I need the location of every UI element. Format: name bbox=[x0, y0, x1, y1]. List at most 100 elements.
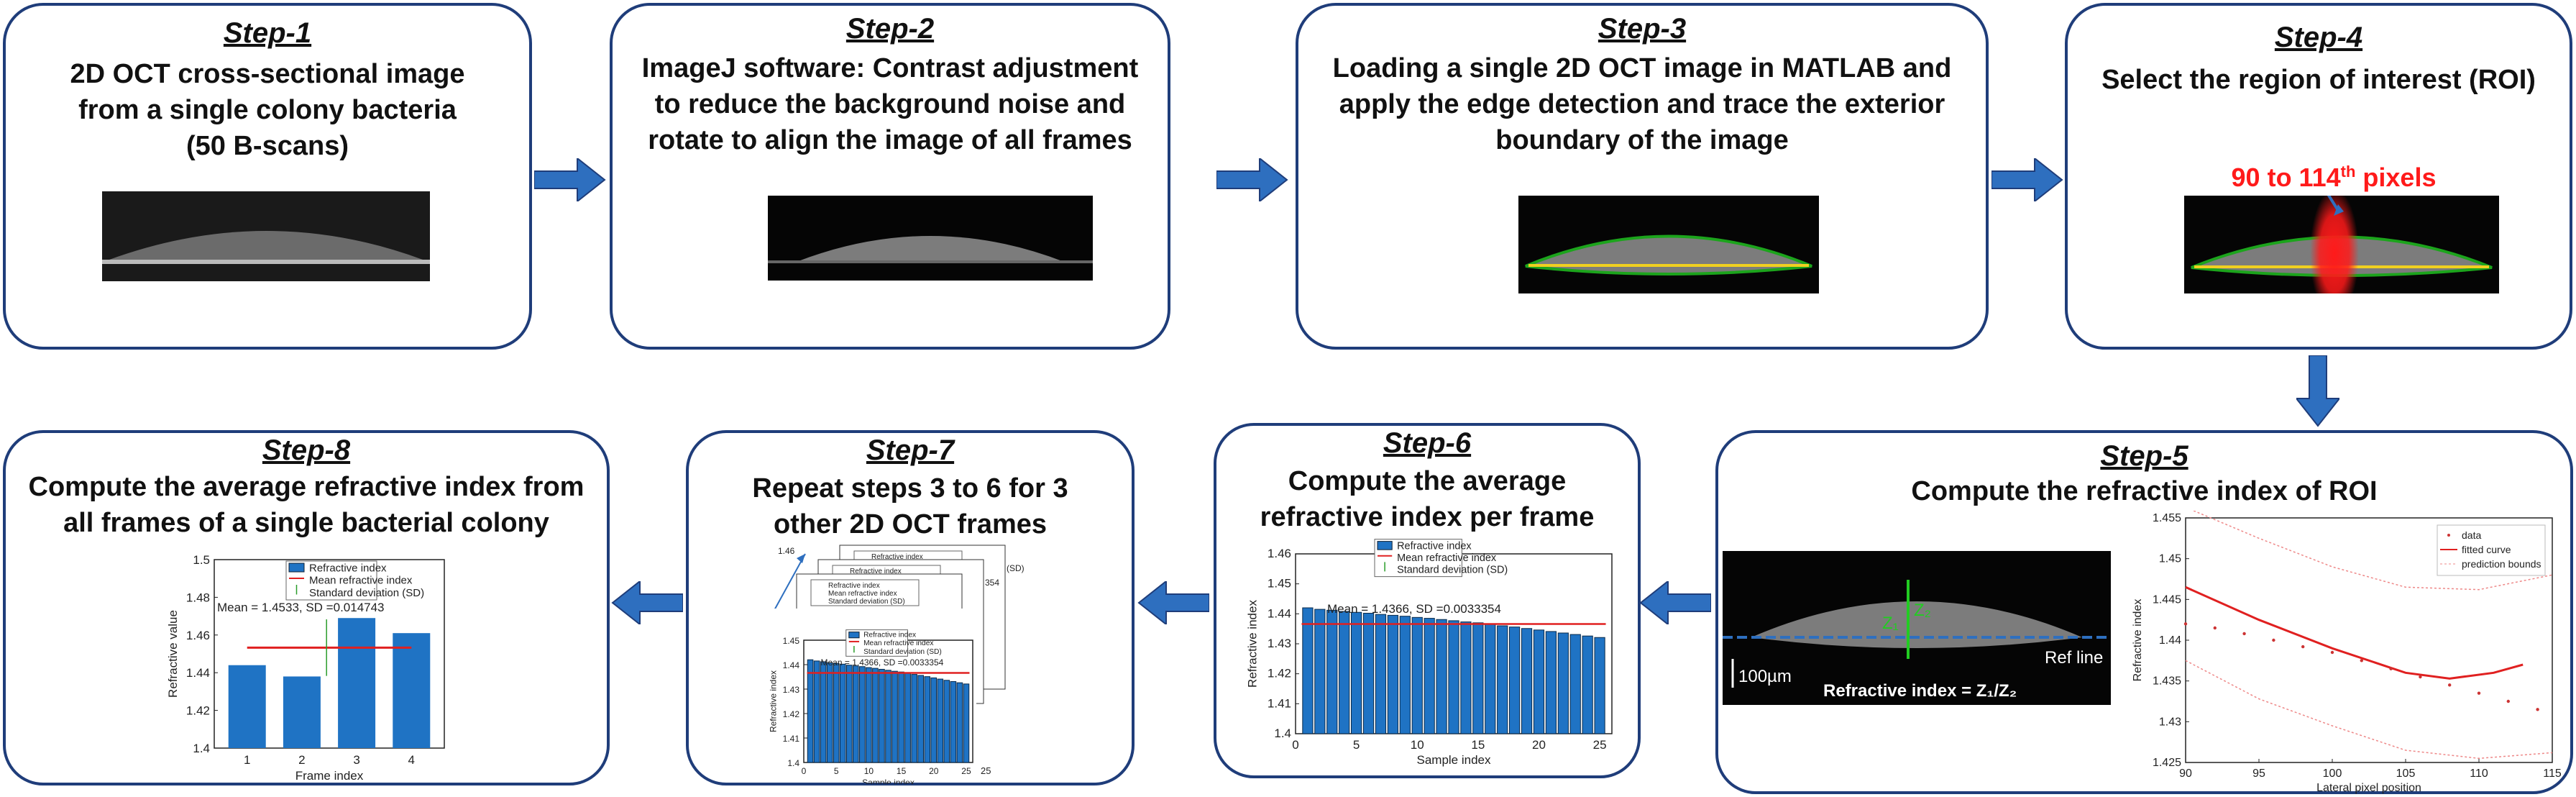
data-point bbox=[2536, 708, 2539, 711]
data-point bbox=[2360, 659, 2363, 662]
data-point bbox=[2330, 650, 2334, 655]
bar bbox=[1497, 625, 1508, 734]
arrow-7-to-8 bbox=[611, 579, 684, 628]
bar bbox=[393, 633, 431, 748]
back-x-tick-label: 25 bbox=[981, 765, 991, 776]
x-tick-label: 2 bbox=[298, 753, 305, 767]
step-4-label: Step-4 bbox=[2274, 22, 2363, 53]
step-2-oct-image bbox=[768, 196, 1093, 281]
x-tick-label: 115 bbox=[2543, 768, 2562, 780]
roi-label-prefix: 90 to 114 bbox=[2231, 163, 2341, 192]
y-tick-label: 1.44 bbox=[783, 660, 800, 670]
step-6-description: Compute the average refractive index per… bbox=[1260, 466, 1595, 532]
step-2-box: Step-2 ImageJ software: Contrast adjustm… bbox=[610, 3, 1170, 350]
legend-label: prediction bounds bbox=[2462, 558, 2541, 570]
x-axis-label: Sample index bbox=[1416, 753, 1491, 767]
bar bbox=[1509, 627, 1521, 734]
x-axis-label: Lateral pixel position bbox=[2316, 782, 2421, 794]
step-1-oct-image bbox=[102, 191, 430, 281]
x-tick-label: 95 bbox=[2252, 768, 2265, 780]
x-tick-label: 105 bbox=[2396, 768, 2416, 780]
step-4-description: Select the region of interest (ROI) bbox=[2101, 65, 2536, 95]
bar bbox=[1424, 618, 1435, 734]
fitted-curve bbox=[2185, 586, 2524, 680]
x-tick-label: 25 bbox=[961, 766, 971, 776]
y-tick-label: 1.4 bbox=[193, 742, 210, 755]
bar bbox=[859, 666, 866, 763]
bar bbox=[963, 683, 970, 763]
bar bbox=[1594, 637, 1605, 734]
bar bbox=[1460, 621, 1472, 734]
y-tick-label: 1.45 bbox=[2159, 553, 2181, 565]
roi-label-sup: th bbox=[2340, 163, 2356, 181]
x-axis-label: Frame index bbox=[295, 769, 364, 783]
legend-box bbox=[2437, 524, 2546, 576]
data-point bbox=[2272, 638, 2275, 642]
y-tick-label: 1.4 bbox=[787, 758, 799, 768]
bar bbox=[845, 665, 853, 763]
z2-label: Z₂ bbox=[1914, 601, 1931, 620]
x-tick-label: 20 bbox=[1532, 738, 1546, 752]
bar bbox=[898, 671, 904, 763]
bar bbox=[1533, 629, 1545, 734]
lower-bound-line bbox=[2185, 660, 2553, 760]
step-8-description: Compute the average refractive index fro… bbox=[28, 472, 585, 538]
y-tick-label: 1.45 bbox=[783, 636, 800, 646]
bar bbox=[1302, 607, 1314, 734]
bar bbox=[924, 676, 931, 763]
bar bbox=[826, 662, 833, 763]
back-arrow bbox=[773, 553, 806, 612]
roi-label: 90 to 114th pixels bbox=[2211, 163, 2456, 193]
step-2-description: ImageJ software: Contrast adjustment to … bbox=[641, 53, 1139, 155]
legend-label: Refractive index bbox=[863, 631, 916, 639]
y-tick-label: 1.42 bbox=[783, 709, 800, 719]
x-tick-label: 10 bbox=[864, 766, 874, 776]
bar bbox=[866, 667, 872, 763]
y-tick-label: 1.43 bbox=[1268, 637, 1291, 650]
bar bbox=[956, 682, 963, 763]
step-7-label: Step-7 bbox=[866, 434, 955, 466]
x-tick-label: 100 bbox=[2323, 768, 2342, 780]
y-tick-label: 1.455 bbox=[2153, 512, 2181, 524]
step-5-box: Step-5 Compute the refractive index of R… bbox=[1715, 430, 2573, 794]
mean-annotation: Mean = 1.4533, SD =0.014743 bbox=[217, 601, 385, 614]
arrow-5-to-6 bbox=[1639, 579, 1712, 628]
arrow-2-to-3 bbox=[1216, 156, 1288, 205]
y-tick-label: 1.41 bbox=[1268, 696, 1291, 710]
legend-label: Standard deviation (SD) bbox=[309, 587, 424, 599]
data-point bbox=[2506, 699, 2510, 703]
x-tick-label: 3 bbox=[353, 753, 359, 767]
bar bbox=[943, 680, 950, 763]
arrow-6-to-7 bbox=[1137, 579, 1210, 628]
step-6-box: Step-6 Compute the average refractive in… bbox=[1214, 423, 1641, 778]
x-tick-label: 0 bbox=[802, 766, 807, 776]
y-tick-label: 1.425 bbox=[2153, 757, 2181, 769]
data-point bbox=[2213, 626, 2217, 630]
y-tick-label: 1.4 bbox=[1274, 727, 1291, 740]
y-tick-label: 1.42 bbox=[1268, 667, 1291, 680]
legend-label: Refractive index bbox=[309, 562, 387, 574]
x-tick-label: 110 bbox=[2470, 768, 2488, 780]
back-annotation: (SD) bbox=[1007, 563, 1025, 573]
mean-annotation: Mean = 1.4366, SD =0.0033354 bbox=[1327, 602, 1501, 616]
back-legend-label: Standard deviation (SD) bbox=[828, 598, 905, 606]
y-tick-label: 1.435 bbox=[2153, 675, 2181, 688]
x-tick-label: 4 bbox=[408, 753, 415, 767]
step-1-description: 2D OCT cross-sectional image from a sing… bbox=[70, 59, 465, 161]
bar bbox=[917, 675, 924, 763]
y-tick-label: 1.46 bbox=[1268, 547, 1291, 560]
step-1-label: Step-1 bbox=[223, 17, 312, 49]
bar bbox=[1375, 614, 1387, 734]
back-legend-label: Refractive index bbox=[850, 568, 902, 575]
bar bbox=[1314, 609, 1326, 734]
bar bbox=[937, 678, 944, 763]
bar bbox=[807, 659, 814, 763]
bar bbox=[891, 670, 898, 763]
x-tick-label: 15 bbox=[897, 766, 907, 776]
bar bbox=[1545, 631, 1557, 734]
back-legend-label: Mean refractive index bbox=[828, 590, 897, 598]
